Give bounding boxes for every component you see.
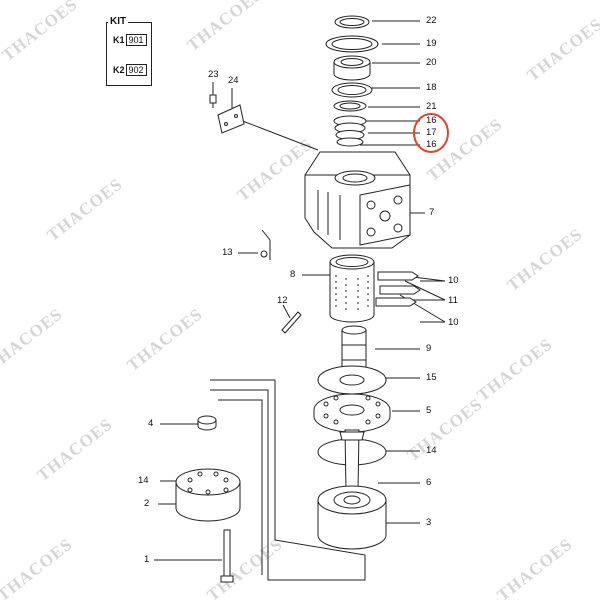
- callout-14: 14: [426, 445, 437, 456]
- callout-15: 15: [426, 372, 437, 383]
- leader-12: [282, 304, 291, 319]
- callout-19: 19: [426, 38, 437, 49]
- callout-12: 12: [277, 295, 288, 306]
- callout-11: 11: [448, 295, 458, 306]
- part-16-17-bearing: [333, 115, 367, 147]
- callout-2: 2: [144, 498, 150, 509]
- callout-23: 23: [208, 69, 219, 80]
- part-13-ball: [260, 250, 268, 258]
- kit-title: KIT: [108, 16, 129, 27]
- part-23-screw: [209, 94, 217, 108]
- callout-21: 21: [426, 101, 437, 112]
- callout-7: 7: [429, 207, 435, 218]
- kit-code: 902: [125, 64, 147, 76]
- callout-9: 9: [426, 343, 432, 354]
- callout-10: 10: [448, 317, 459, 328]
- part-8-sleeve: [329, 254, 375, 323]
- callout-10: 10: [448, 275, 459, 286]
- part-15-gasket: [317, 365, 387, 395]
- kit-code: 901: [125, 34, 147, 46]
- callout-14: 14: [138, 475, 149, 486]
- callout-3: 3: [426, 517, 432, 528]
- callout-13: 13: [222, 247, 233, 258]
- part-12-pin: [281, 311, 302, 334]
- part-22-seal-ring: [334, 15, 370, 29]
- part-4-cap: [197, 415, 217, 431]
- part-7-housing: [304, 151, 411, 249]
- callout-22: 22: [426, 15, 437, 26]
- kit-box: [106, 22, 152, 86]
- callout-1: 1: [144, 554, 150, 565]
- callout-16: 16: [426, 115, 437, 126]
- kit-label: K1: [113, 35, 125, 45]
- callout-24: 24: [228, 75, 239, 86]
- callout-16: 16: [426, 139, 437, 150]
- part-2-end-cap: [175, 468, 241, 522]
- callout-20: 20: [426, 57, 437, 68]
- kit-label: K2: [113, 65, 125, 75]
- callout-5: 5: [426, 405, 432, 416]
- assembly-line-left: [261, 229, 271, 260]
- callout-8: 8: [290, 269, 296, 280]
- callout-18: 18: [426, 82, 437, 93]
- leader-24-body: [239, 119, 319, 151]
- part-5-plate: [313, 393, 391, 433]
- part-18-seal: [331, 82, 373, 98]
- callout-4: 4: [148, 418, 154, 429]
- part-10-11-centering-springs: [375, 271, 421, 307]
- assembly-path: [210, 379, 366, 581]
- part-3-gerotor: [317, 485, 387, 550]
- part-20-bushing: [333, 55, 371, 81]
- callout-6: 6: [426, 477, 432, 488]
- part-19-ring: [325, 35, 379, 53]
- part-24-plate: [217, 104, 245, 134]
- part-1-bolt: [220, 529, 234, 583]
- callout-17: 17: [426, 127, 437, 138]
- highlight-oval: [413, 113, 449, 153]
- part-21-washer: [333, 100, 367, 112]
